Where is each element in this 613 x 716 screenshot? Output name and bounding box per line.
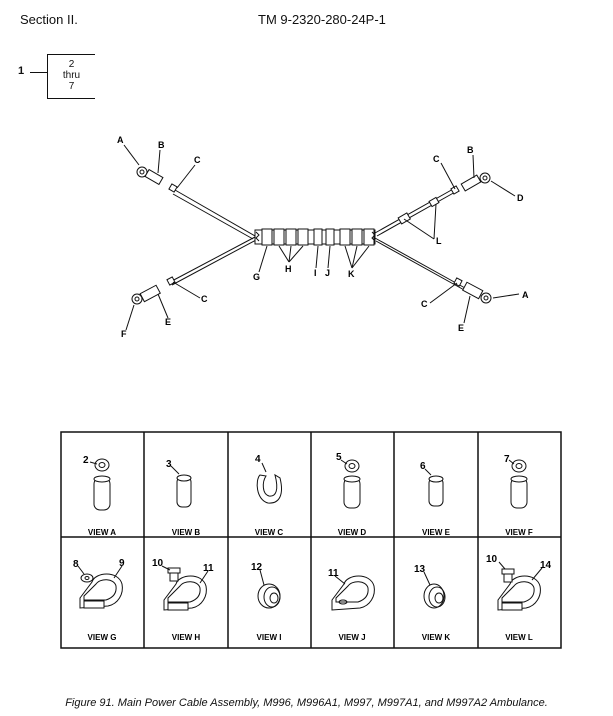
terminal-upper-left [136, 166, 178, 193]
callout-view-k: 13 [414, 564, 426, 575]
callout-view-a: 2 [83, 455, 89, 466]
label-b-upper-left: B [158, 140, 165, 150]
stack-leader-line [30, 72, 47, 73]
figure-caption: Figure 91. Main Power Cable Assembly, M9… [65, 697, 548, 709]
callout-view-l-first: 10 [486, 554, 498, 565]
label-e-lower-right: E [458, 323, 464, 333]
terminal-lower-left [131, 276, 176, 305]
label-i: I [314, 268, 317, 278]
view-title-d: VIEW D [338, 528, 367, 537]
leader-lines [123, 144, 520, 331]
label-k: K [348, 269, 355, 279]
terminal-lower-right [453, 277, 492, 304]
label-e-lower-left: E [165, 317, 171, 327]
view-e-sleeve [424, 468, 444, 507]
stack-ref-number: 1 [18, 65, 25, 77]
view-d-ring-terminal [340, 459, 361, 509]
view-f-ring-terminal [508, 459, 528, 509]
callout-view-g-first: 8 [73, 559, 79, 570]
view-title-b: VIEW B [172, 528, 201, 537]
tm-number: TM 9-2320-280-24P-1 [258, 12, 386, 27]
view-title-h: VIEW H [172, 633, 201, 642]
callout-view-f: 7 [504, 454, 510, 465]
cable-wires [169, 187, 467, 292]
callout-view-i: 12 [251, 562, 263, 573]
view-g-clamp-nut [77, 565, 123, 609]
view-title-c: VIEW C [255, 528, 284, 537]
center-bundle [254, 228, 376, 246]
view-k-grommet [423, 571, 446, 609]
callout-view-e: 6 [420, 461, 426, 472]
view-title-i: VIEW I [257, 633, 282, 642]
view-title-e: VIEW E [422, 528, 451, 537]
view-l-clamp-screw [497, 561, 543, 611]
label-d: D [517, 193, 524, 203]
callout-view-h-second: 11 [203, 563, 214, 574]
view-title-j: VIEW J [338, 633, 365, 642]
view-a-ring-terminal [89, 458, 111, 511]
callout-view-c: 4 [255, 454, 261, 465]
callout-view-g-second: 9 [119, 558, 125, 569]
label-h: H [285, 264, 292, 274]
view-h-clamp-screw [161, 565, 209, 611]
label-c-lower-right: C [421, 299, 428, 309]
callout-view-b: 3 [166, 459, 172, 470]
stack-line-2: thru [62, 70, 81, 81]
label-c-lower-left: C [201, 294, 208, 304]
label-j: J [325, 268, 330, 278]
section-heading: Section II. [20, 12, 78, 27]
label-f: F [121, 329, 127, 339]
view-title-k: VIEW K [422, 633, 451, 642]
stack-line-1: 2 [68, 59, 75, 70]
label-c-upper-right: C [433, 154, 440, 164]
callout-view-d: 5 [336, 452, 342, 463]
label-a-upper-left: A [117, 135, 124, 145]
callout-view-h-first: 10 [152, 558, 164, 569]
view-c-clip [256, 462, 282, 504]
label-b-upper-right: B [467, 145, 474, 155]
view-b-sleeve [170, 465, 192, 508]
view-i-grommet [257, 569, 281, 609]
label-c-upper-left: C [194, 155, 201, 165]
view-title-g: VIEW G [88, 633, 117, 642]
callout-view-l-second: 14 [540, 560, 552, 571]
label-l: L [436, 236, 442, 246]
view-title-l: VIEW L [505, 633, 533, 642]
terminal-upper-right [397, 172, 491, 225]
view-title-a: VIEW A [88, 528, 116, 537]
stack-box: 2 thru 7 [47, 54, 95, 99]
label-g: G [253, 272, 260, 282]
view-j-clamp [331, 575, 375, 611]
label-a-lower-right: A [522, 290, 529, 300]
stack-line-3: 7 [68, 81, 75, 92]
view-title-f: VIEW F [505, 528, 533, 537]
callout-view-j: 11 [328, 568, 339, 579]
